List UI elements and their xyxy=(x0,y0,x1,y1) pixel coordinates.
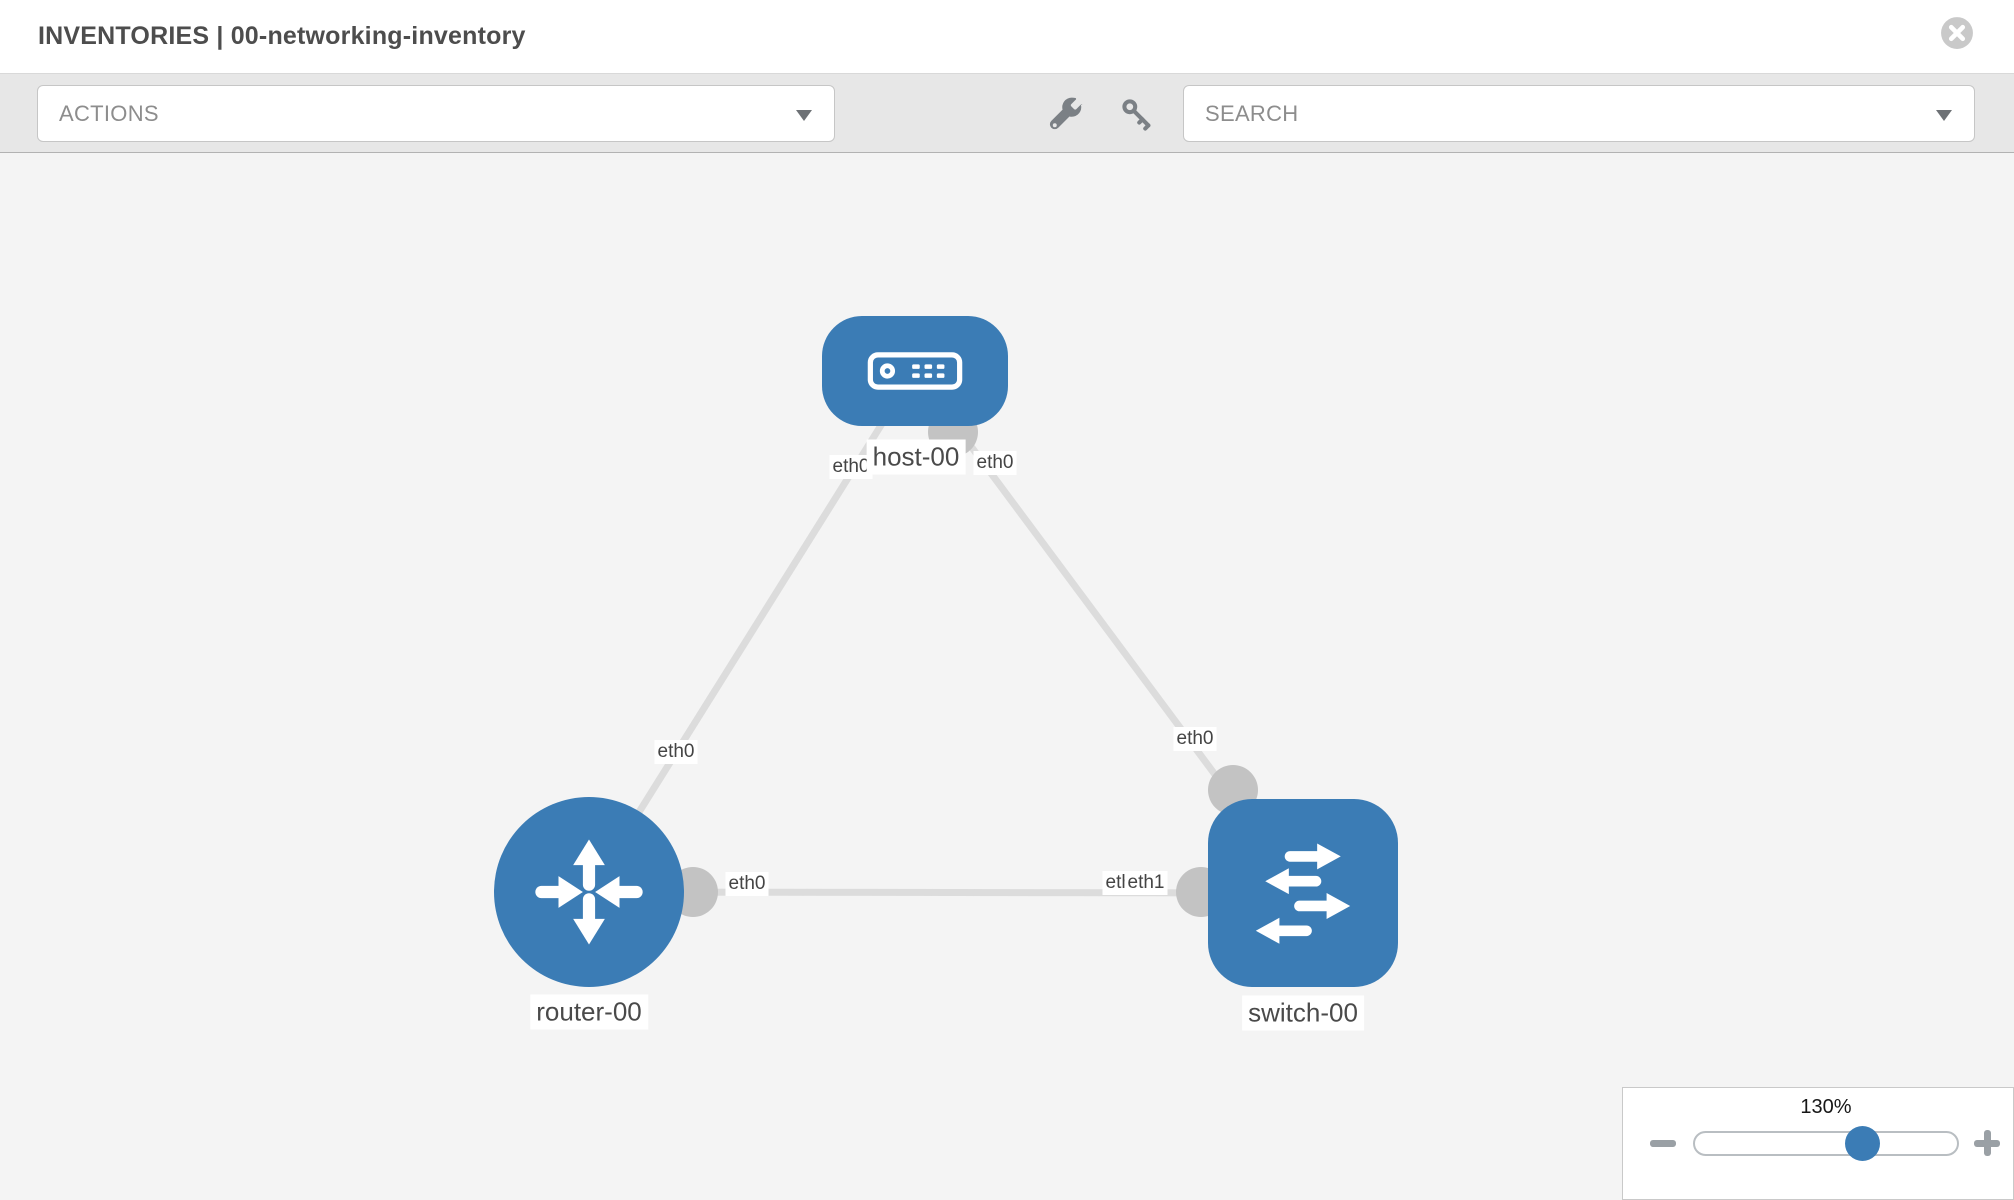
close-icon xyxy=(1941,17,1973,49)
search-dropdown[interactable]: SEARCH xyxy=(1183,85,1975,142)
node-router-00[interactable] xyxy=(494,797,684,987)
switch-icon xyxy=(1255,843,1351,944)
actions-dropdown[interactable]: ACTIONS xyxy=(37,85,835,142)
caret-down-icon xyxy=(1936,109,1952,121)
credentials-button[interactable] xyxy=(1118,96,1156,134)
link-router-00-switch-00[interactable] xyxy=(588,888,1304,897)
configure-tools-button[interactable] xyxy=(1048,96,1086,134)
wrench-icon xyxy=(1049,97,1083,130)
node-host-00[interactable] xyxy=(822,316,1008,426)
zoom-out-button[interactable] xyxy=(1650,1140,1676,1147)
zoom-slider-track[interactable] xyxy=(1693,1131,1959,1156)
zoom-in-button[interactable] xyxy=(1974,1130,2000,1156)
key-icon xyxy=(1122,99,1151,131)
page-title: INVENTORIES | 00-networking-inventory xyxy=(38,22,526,50)
toolbar: ACTIONS SEARCH xyxy=(0,73,2014,153)
topology-canvas xyxy=(0,153,2014,1200)
caret-down-icon xyxy=(796,109,812,121)
host-icon xyxy=(867,352,963,390)
zoom-control-panel: 130% xyxy=(1622,1087,2014,1200)
zoom-level-value: 130% xyxy=(1800,1096,1852,1118)
header: INVENTORIES | 00-networking-inventory xyxy=(0,0,2014,73)
node-switch-00[interactable] xyxy=(1208,799,1398,987)
close-button[interactable] xyxy=(1940,16,1974,50)
actions-dropdown-label: ACTIONS xyxy=(59,100,159,126)
router-icon xyxy=(535,839,643,945)
search-dropdown-label: SEARCH xyxy=(1205,100,1299,126)
zoom-slider-thumb[interactable] xyxy=(1845,1126,1881,1161)
